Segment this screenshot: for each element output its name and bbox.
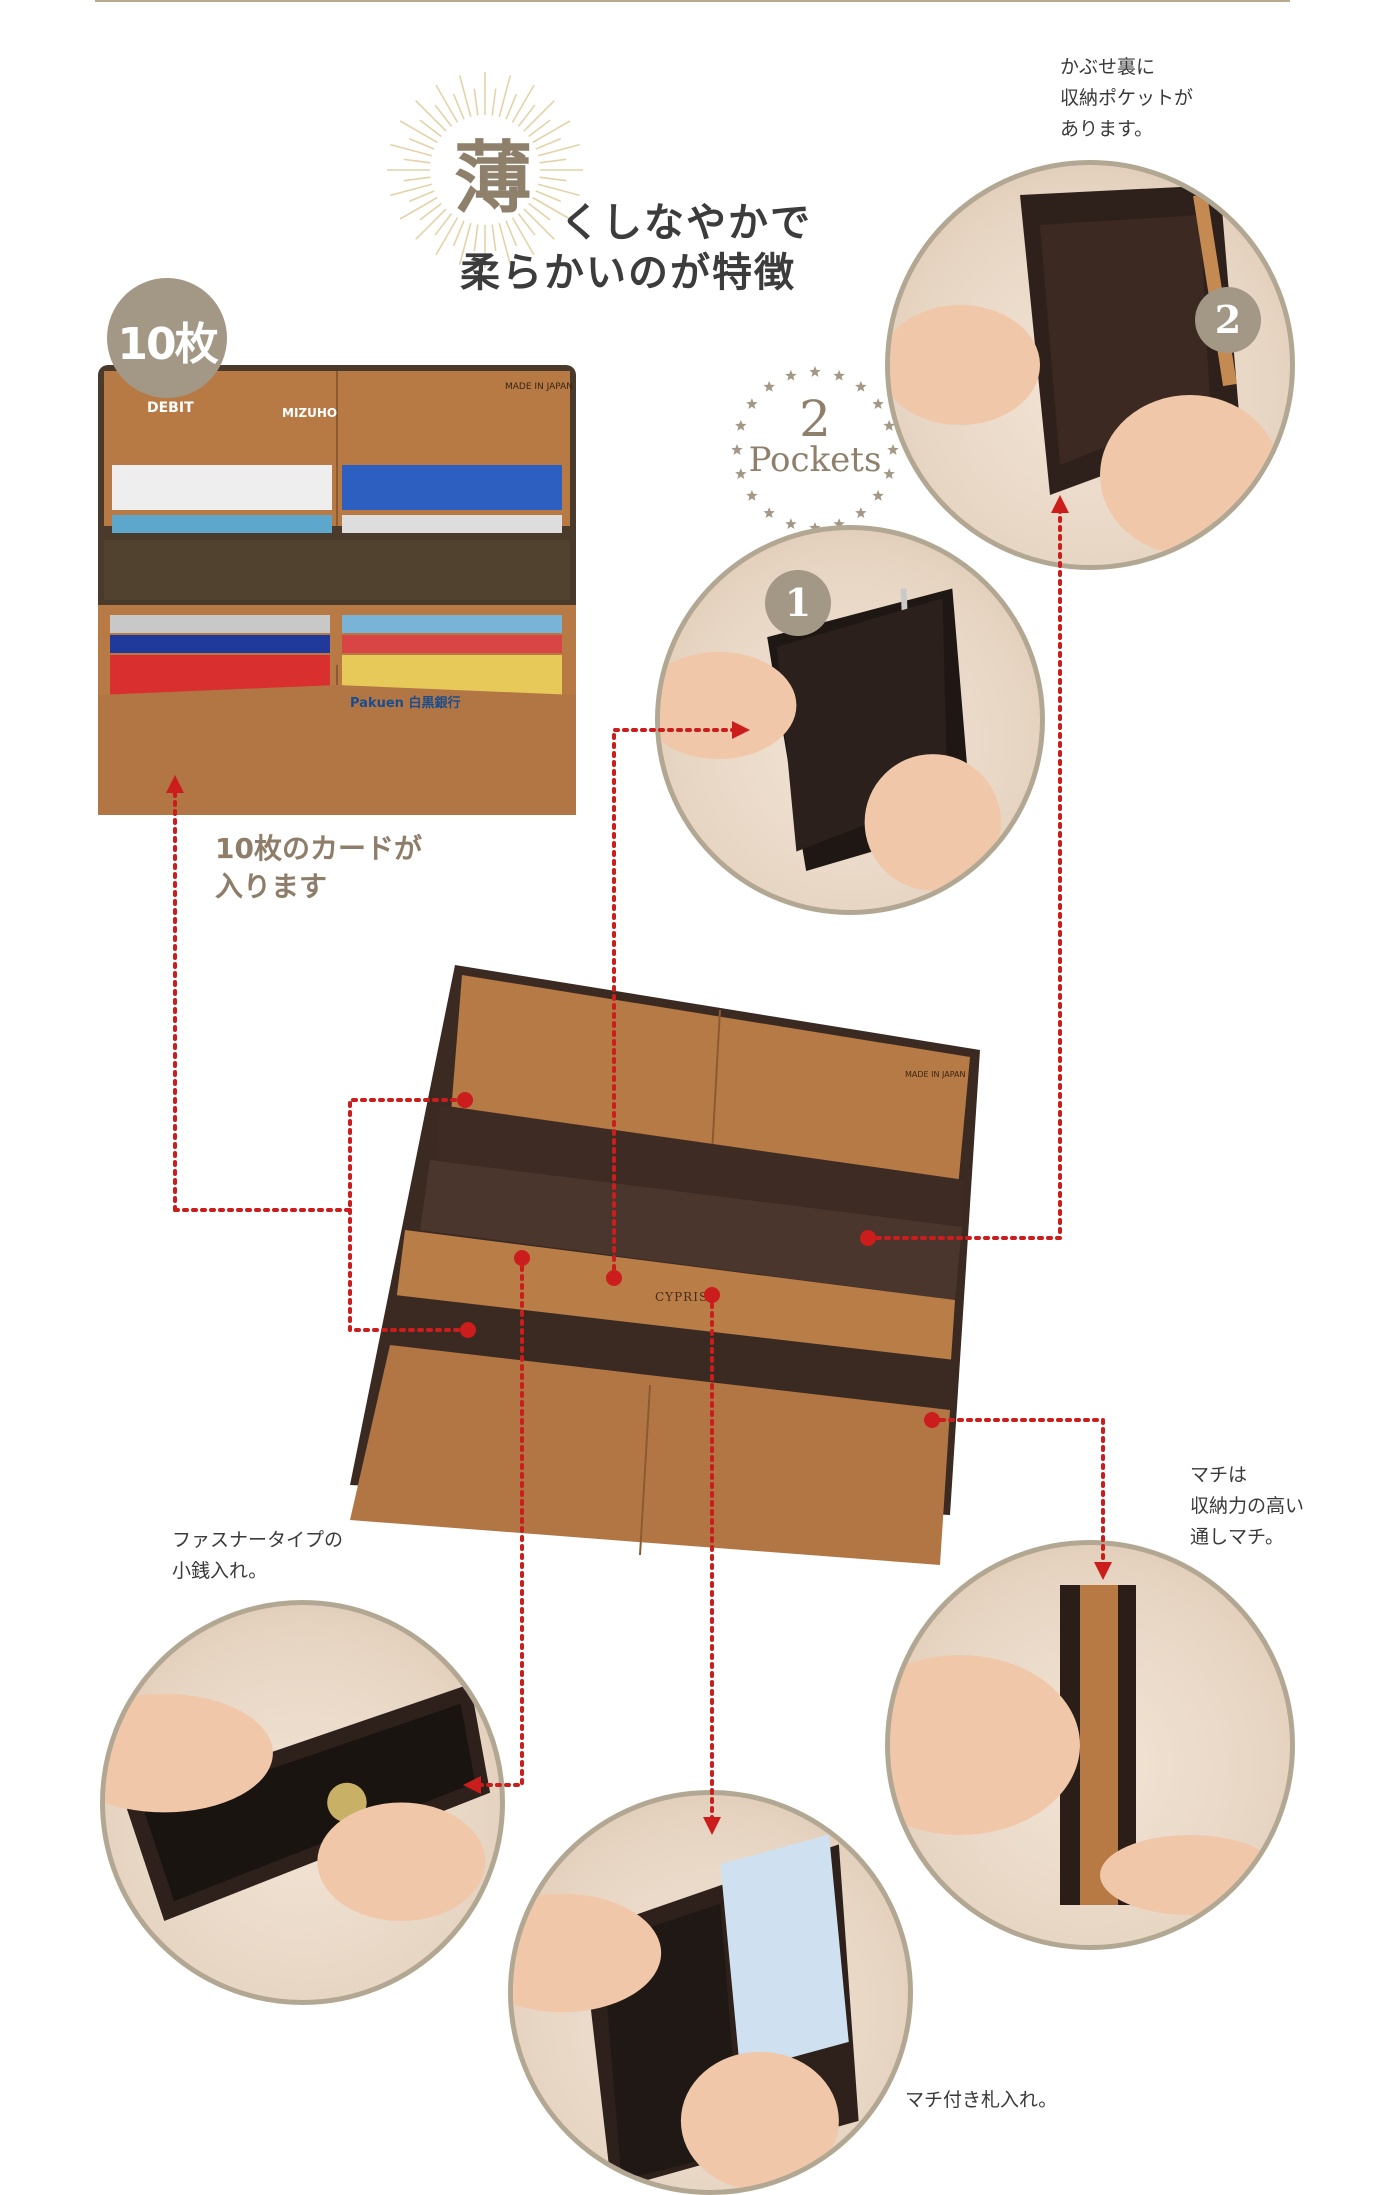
circle-coin-purse-photo: [100, 1600, 505, 2005]
main-wallet-made-in: MADE IN JAPAN: [905, 1070, 966, 1079]
heading-line-1: くしなやかで: [560, 199, 812, 246]
cards-caption: 10枚のカードが 入ります: [215, 832, 422, 903]
main-wallet-photo: [350, 965, 980, 1565]
heading-kanji: 薄: [453, 133, 532, 224]
pakuen-card-label: Pakuen 白黒銀行: [350, 696, 461, 711]
gusset-caption: マチは 収納力の高い 通しマチ。: [1190, 1464, 1305, 1548]
debit-card-label: DEBIT: [147, 400, 194, 416]
made-in-japan-small: MADE IN JAPAN: [505, 382, 574, 392]
pockets-word: Pockets: [748, 440, 882, 480]
circle-flap-pocket-photo: [885, 160, 1295, 570]
coin-purse-caption: ファスナータイプの 小銭入れ。: [172, 1529, 344, 1582]
flap-pocket-caption: かぶせ裏に 収納ポケットが あります。: [1060, 56, 1194, 140]
heading-line-2: 柔らかいのが特徴: [460, 249, 796, 296]
card-count-badge: 10枚: [107, 278, 227, 398]
pockets-number: 2: [799, 390, 831, 448]
main-wallet-brand: CYPRIS: [655, 1290, 709, 1304]
sunburst-decoration: [387, 72, 583, 268]
pockets-star-ring: [731, 366, 899, 533]
circle-gusset-photo: [885, 1540, 1295, 1950]
badge-two: 2: [1195, 287, 1261, 353]
bill-compartment-caption: マチ付き札入れ。: [905, 2089, 1058, 2111]
card-count-text: 10枚: [117, 319, 218, 370]
top-divider: [95, 0, 1290, 2]
circle-bill-compartment-photo: [508, 1790, 913, 2195]
circle-inner-pocket-photo: [655, 525, 1045, 915]
badge-one: 1: [765, 570, 831, 636]
mizuho-card-label: MIZUHO: [282, 406, 338, 420]
card-wallet-photo: [98, 365, 576, 815]
